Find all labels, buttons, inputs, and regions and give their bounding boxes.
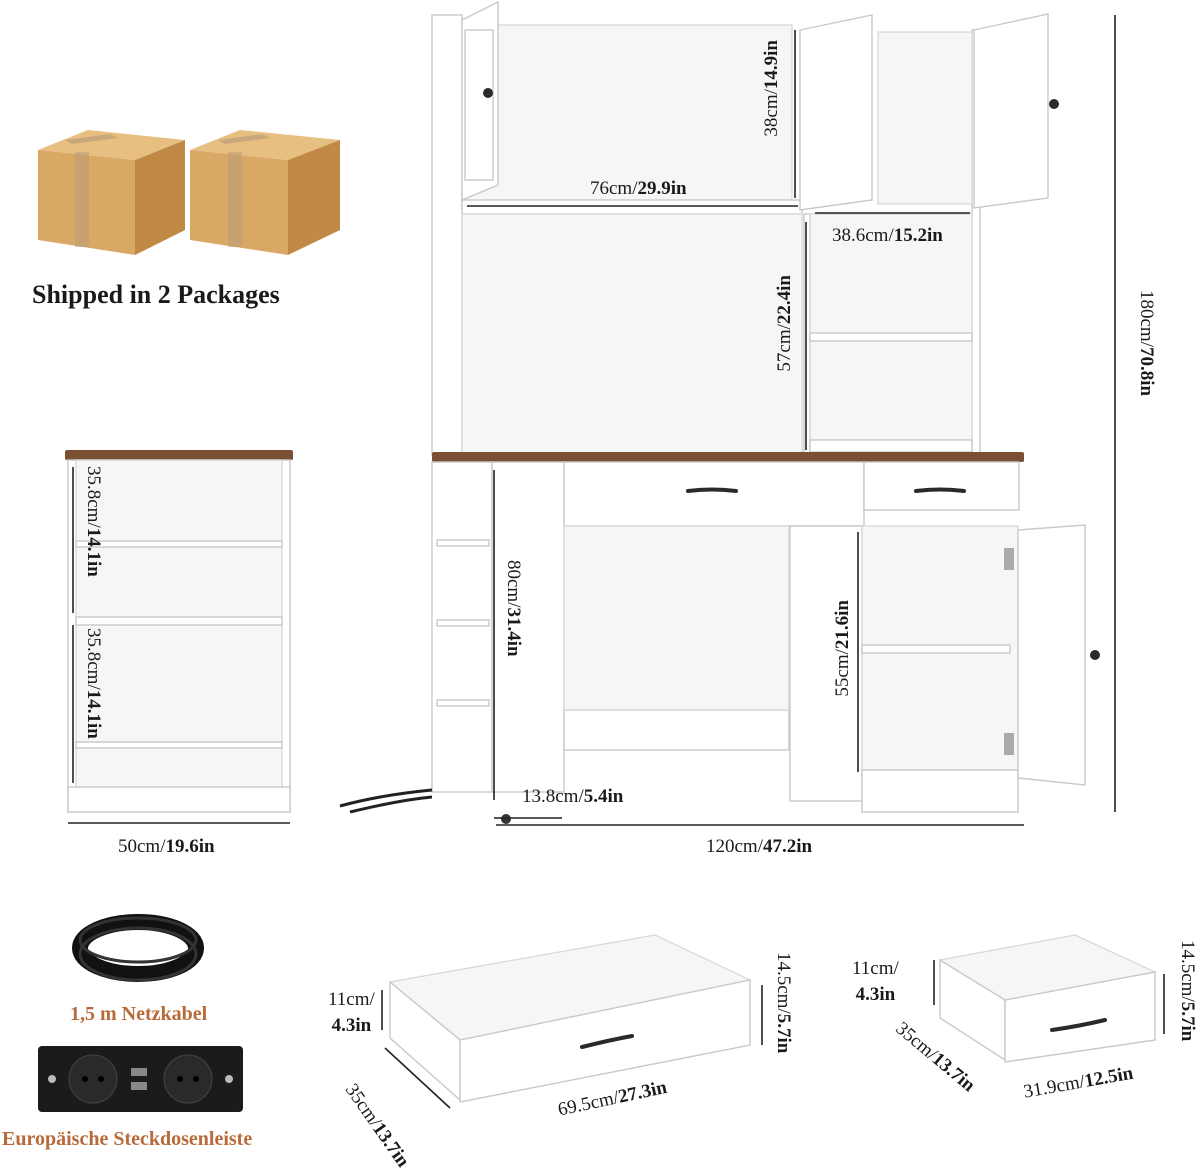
side-shelf-width: 13.8cm/5.4in (522, 786, 624, 807)
hutch-side-width: 38.6cm/15.2in (832, 225, 943, 246)
small-drawer-height: 11cm/4.3in (852, 958, 899, 1005)
side-cabinet-lower-height: 35.8cm/14.1in (83, 628, 104, 739)
socket-label: Europäische Steckdosenleiste (2, 1128, 253, 1150)
cable-label: 1,5 m Netzkabel (70, 1003, 208, 1025)
side-cabinet-width: 50cm/19.6in (118, 836, 215, 857)
hutch-top-width: 76cm/29.9in (590, 178, 687, 199)
cabinet-height: 55cm/21.6in (832, 600, 853, 697)
small-drawer-front-height: 14.5cm/5.7in (1177, 940, 1198, 1042)
small-drawer-illustration (933, 934, 1165, 1063)
desk-total-width: 120cm/47.2in (706, 836, 813, 857)
large-drawer-illustration (381, 934, 763, 1109)
side-cabinet-illustration (65, 450, 293, 824)
total-height: 180cm/70.8in (1136, 290, 1157, 397)
shipping-boxes (30, 110, 350, 260)
packages-label: Shipped in 2 Packages (32, 280, 280, 309)
box-icon (38, 130, 340, 255)
cable-coil-icon (72, 914, 204, 982)
large-drawer-front-height: 14.5cm/5.7in (773, 952, 794, 1054)
large-drawer-height: 11cm/4.3in (328, 989, 375, 1036)
side-cabinet-upper-height: 35.8cm/14.1in (83, 466, 104, 577)
hutch-top-height: 38cm/14.9in (761, 40, 782, 137)
hutch-shelf-height: 57cm/22.4in (774, 275, 795, 372)
desk-height: 80cm/31.4in (503, 560, 524, 657)
power-strip-icon (38, 1046, 243, 1112)
